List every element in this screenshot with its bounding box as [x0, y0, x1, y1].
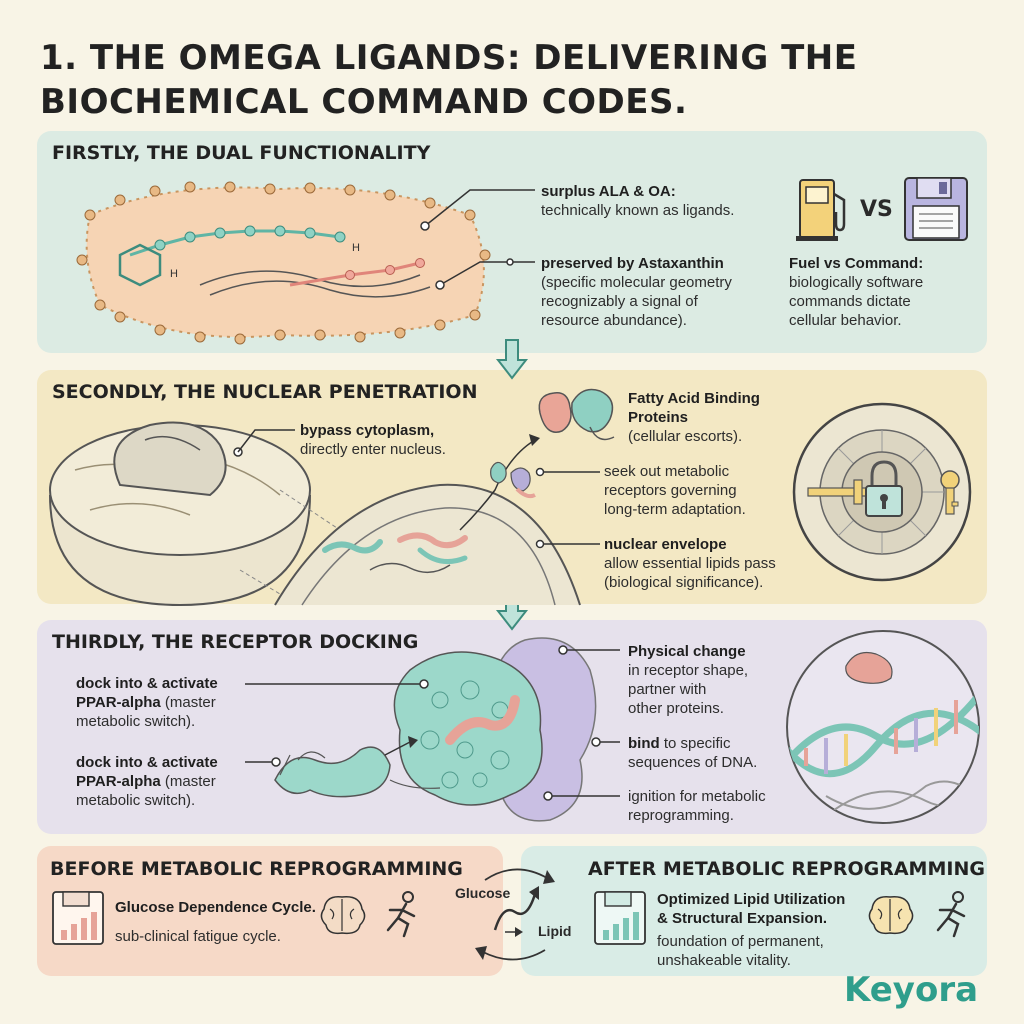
nuclear-pore-lock-illustration [792, 402, 972, 582]
section1-heading: FIRSTLY, THE DUAL FUNCTIONALITY [52, 142, 431, 164]
receptor-complex-illustration [274, 637, 597, 822]
seek-receptors-label: seek out metabolic receptors governing l… [604, 463, 746, 518]
ligand-escort-icon [490, 461, 536, 499]
surplus-ligands-label: surplus ALA & OA: technically known as l… [541, 183, 735, 219]
fabp-label: Fatty Acid Binding Proteins (cellular es… [628, 390, 760, 445]
bypass-cytoplasm-label: bypass cytoplasm, directly enter nucleus… [300, 422, 446, 458]
section3-heading: THIRDLY, THE RECEPTOR DOCKING [52, 631, 419, 653]
lipid-label: Lipid [538, 923, 572, 939]
high-energy-chart-icon [594, 891, 646, 945]
ligand-molecule-illustration: H H [76, 181, 491, 345]
running-person-icon [936, 891, 966, 938]
dock-activate-label-2: dock into & activate PPAR-alpha (master … [76, 754, 218, 809]
low-energy-chart-icon [52, 891, 104, 945]
brand-logo: Keyora [844, 970, 979, 1010]
dock-activate-label-1: dock into & activate PPAR-alpha (master … [76, 675, 218, 730]
after-heading: AFTER METABOLIC REPROGRAMMING [588, 858, 985, 880]
physical-change-label: Physical change in receptor shape, partn… [628, 643, 749, 717]
section2-heading: SECONDLY, THE NUCLEAR PENETRATION [52, 381, 478, 403]
preserved-astaxanthin-label: preserved by Astaxanthin (specific molec… [541, 255, 732, 329]
optimized-lipid-label: Optimized Lipid Utilization & Structural… [657, 891, 846, 969]
brain-icon [868, 896, 914, 935]
molecule-h-label-1: H [170, 268, 178, 280]
molecule-h-label-2: H [352, 242, 360, 254]
bind-dna-label: bind to specific sequences of DNA. [628, 735, 758, 771]
dna-helix-illustration [786, 630, 980, 824]
fuel-pump-icon [796, 179, 846, 241]
vs-label: VS [860, 197, 893, 222]
fuel-vs-command-label: Fuel vs Command: biologically software c… [789, 255, 924, 329]
fatty-acid-binding-protein-icon [538, 388, 615, 441]
nuclear-envelope-label: nuclear envelope allow essential lipids … [604, 536, 776, 591]
before-heading: BEFORE METABOLIC REPROGRAMMING [50, 858, 463, 880]
floppy-disk-icon [904, 177, 968, 241]
glucose-label: Glucose [455, 885, 511, 901]
ignition-label: ignition for metabolic reprogramming. [628, 788, 766, 824]
page-title: 1. THE OMEGA LIGANDS: DELIVERING THE BIO… [40, 38, 858, 122]
cell-illustration [49, 421, 581, 607]
down-arrow-icon [495, 339, 529, 380]
section-before-reprogramming [37, 846, 503, 976]
glucose-dependence-label: Glucose Dependence Cycle. sub-clinical f… [115, 899, 316, 945]
running-person-icon [386, 891, 416, 938]
brain-icon [320, 896, 366, 935]
glucose-lipid-cycle-icon [475, 868, 555, 961]
